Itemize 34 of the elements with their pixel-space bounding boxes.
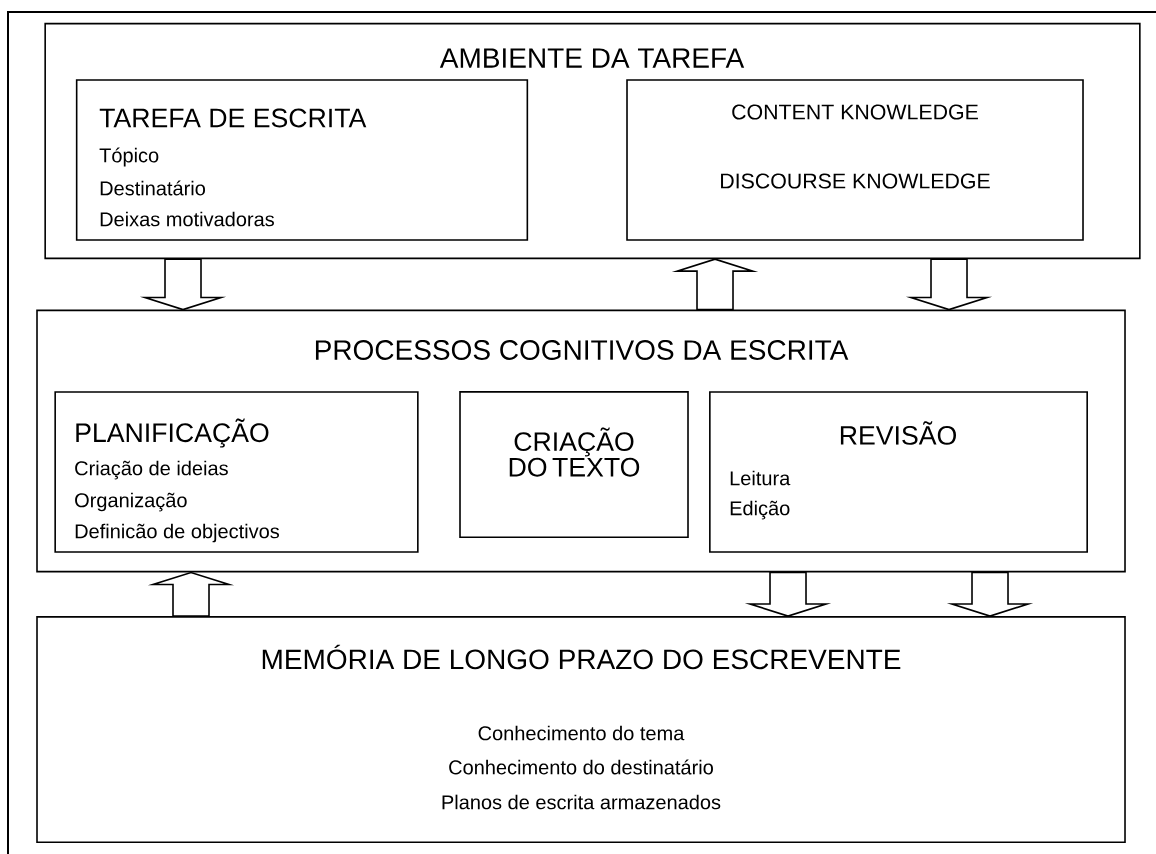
list-item: Criação de ideias: [75, 460, 228, 480]
list-item: Organização: [75, 492, 187, 512]
block-arrow: [139, 258, 227, 311]
text-box: [36, 309, 1126, 573]
box-title: PROCESSOS COGNITIVOS DA ESCRITA: [315, 340, 849, 360]
text-box: [459, 391, 689, 538]
box-heading: CRIAÇÃO DO TEXTO: [509, 427, 640, 477]
list-item: Conhecimento do tema: [478, 725, 685, 741]
list-item: Edição: [730, 500, 790, 520]
list-item: Tópico: [99, 147, 159, 167]
block-arrow: [946, 571, 1034, 617]
list-item: Planos de escrita armazenados: [442, 794, 721, 810]
list-item: Definicão de objectivos: [75, 523, 279, 543]
list-item: Conhecimento do destinatário: [449, 759, 713, 775]
list-item: Deixas motivadoras: [100, 211, 274, 227]
box-heading: REVISÃO: [840, 421, 956, 445]
box-heading: PLANIFICAÇÃO: [76, 418, 269, 448]
block-arrow: [905, 258, 993, 311]
text-box: [626, 79, 1084, 241]
box-title: AMBIENTE DA TAREFA: [439, 48, 745, 68]
list-item: DISCOURSE KNOWLEDGE: [721, 173, 990, 189]
box-title: MEMÓRIA DE LONGO PRAZO DO ESCREVENTE: [262, 644, 901, 670]
list-item: Destinatário: [100, 180, 205, 196]
block-arrow: [147, 571, 235, 617]
block-arrow: [671, 258, 759, 311]
text-box: [75, 79, 529, 241]
text-box: [36, 616, 1126, 843]
text-box: [44, 22, 1141, 260]
list-item: CONTENT KNOWLEDGE: [732, 104, 978, 120]
list-item: Leitura: [730, 470, 791, 486]
text-box: [54, 391, 419, 553]
block-arrow: [744, 571, 832, 617]
box-heading: TAREFA DE ESCRITA: [99, 108, 367, 128]
text-box: [709, 391, 1088, 553]
